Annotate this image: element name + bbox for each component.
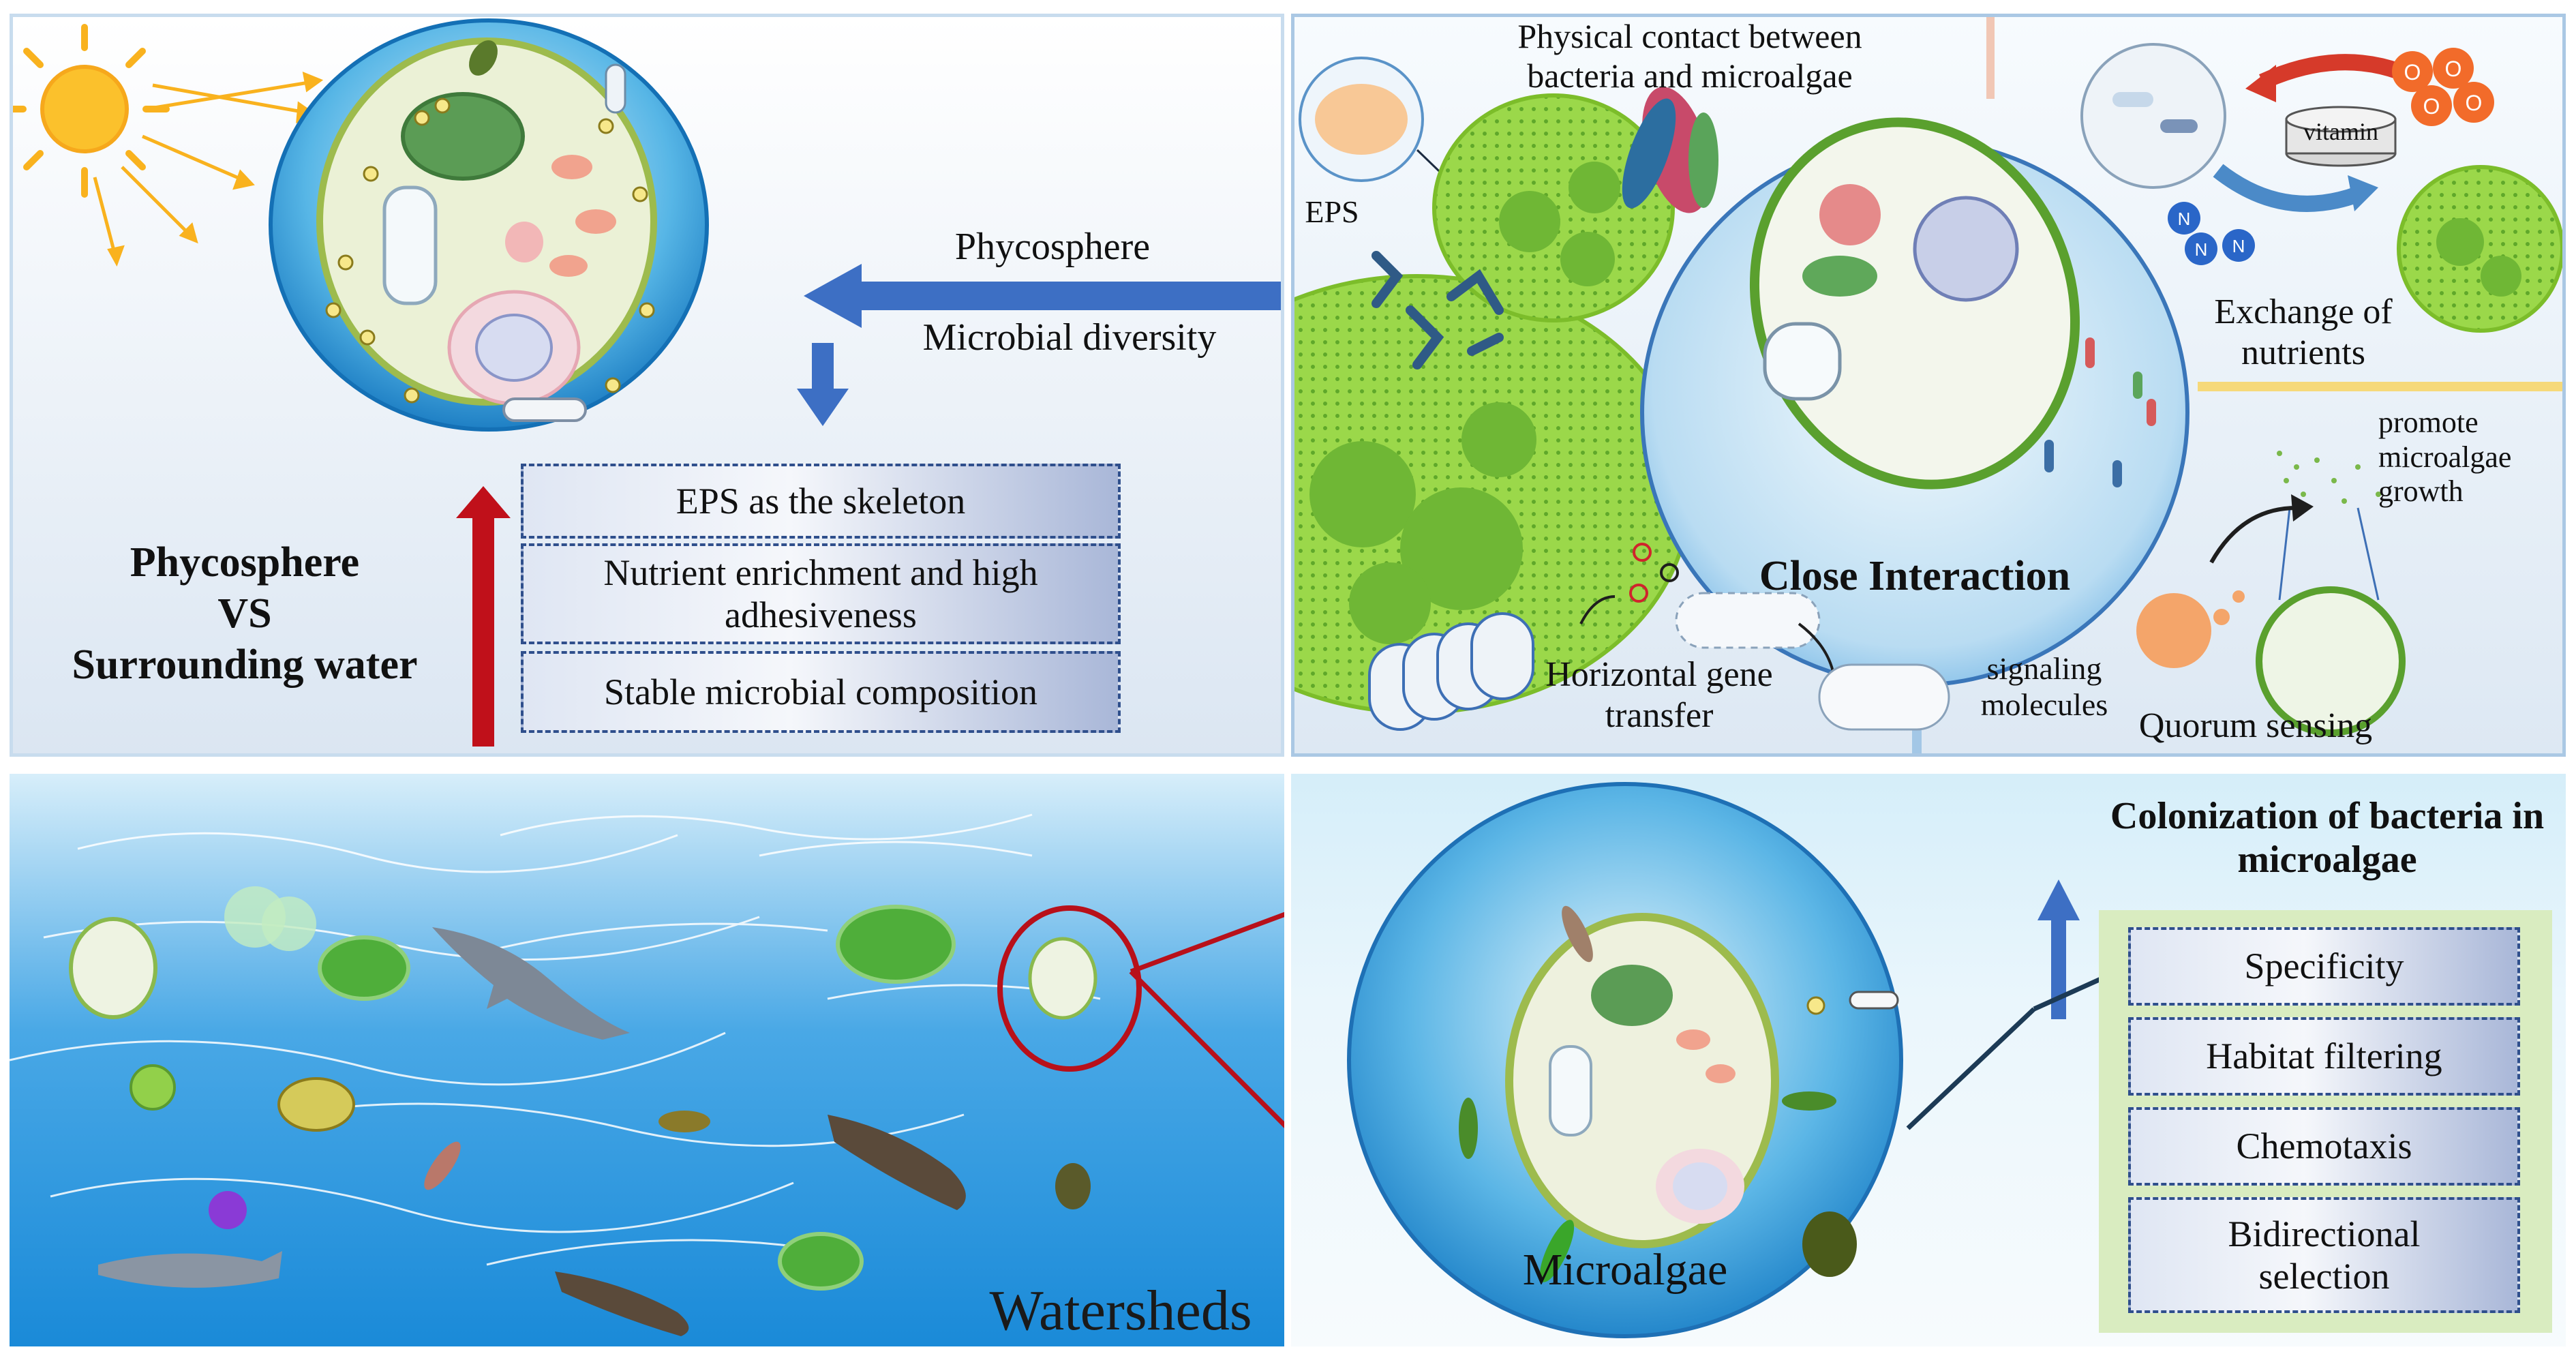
label-vitamin: vitamin [2303,118,2378,145]
bacteria-icon [424,1111,1091,1209]
svg-text:O: O [2445,57,2462,81]
comparison-line-2: VS [217,590,272,637]
label-signaling-molecules: signaling molecules [1980,651,2108,722]
quorum-arrow-icon [2136,494,2314,668]
factor-box-specificity: Specificity [2128,927,2520,1006]
factor-box-chemotaxis: Chemotaxis [2128,1107,2520,1186]
label-microalgae: Microalgae [1522,1245,1728,1295]
factor-box-bidirectional-selection: Bidirectional selection [2128,1197,2520,1313]
close-interaction-panel: O O O O N N N [1291,14,2566,757]
vitamin-icon [2285,106,2397,167]
label-eps: EPS [1305,194,1359,229]
bacteria-cell-icon [2080,43,2226,189]
comparison-line-3: Surrounding water [72,642,418,688]
shark-icon [98,927,630,1288]
separator-line [1986,17,1995,99]
nitrogen-molecule-icon: N N N [2168,202,2255,265]
exchange-arrow-icon [2348,175,2378,211]
microalgae-cell-small-icon [2397,165,2562,333]
eps-microalgae-icon [1299,57,1718,370]
label-promote-growth: promote microalgae growth [2378,406,2512,509]
connector-line [2033,976,2104,1012]
svg-text:O: O [2404,60,2421,85]
svg-text:N: N [2232,236,2245,256]
colonization-title: Colonization of bacteria in microalgae [2110,795,2545,882]
label-horizontal-gene-transfer: Horizontal gene transfer [1545,655,1773,735]
arrow-left-icon [804,264,1281,328]
feature-box-stable-composition: Stable microbial composition [521,651,1121,733]
label-close-interaction: Close Interaction [1759,553,2071,599]
arrow-up-red-icon [456,486,511,747]
watersheds-panel: Watersheds [10,774,1284,1346]
algae-growth-icon [2256,451,2406,736]
feature-box-nutrient-enrichment: Nutrient enrichment and high adhesivenes… [521,543,1121,644]
label-exchange-of-nutrients: Exchange of nutrients [2214,292,2393,372]
oxygen-molecule-icon: O O O O [2392,48,2494,126]
label-physical-contact: Physical contact between bacteria and mi… [1517,17,1862,95]
connector-line [1906,1007,2036,1130]
close-interaction-illustration: O O O O N N N [1294,17,2562,753]
phycosphere-cell-icon [269,18,709,432]
feature-box-eps-skeleton: EPS as the skeleton [521,464,1121,539]
comparison-line-1: Phycosphere [130,539,360,586]
highlight-circle-icon [997,905,1284,1128]
gene-transfer-icon [1368,543,1950,731]
panel-title-watersheds: Watersheds [989,1279,1252,1342]
label-microbial-diversity: Microbial diversity [922,316,1217,359]
svg-text:O: O [2423,94,2440,119]
microalgae-cell-large-icon [1294,274,1692,714]
separator-line [2198,382,2562,391]
colonization-panel: Microalgae Colonization of bacteria in m… [1291,774,2566,1346]
arrow-up-blue-icon [2051,917,2066,1019]
svg-text:N: N [2178,209,2191,229]
arrow-down-icon [797,343,849,426]
watershed-illustration [10,813,1284,1336]
exchange-arrow-icon [2213,164,2361,212]
factor-box-habitat-filtering: Habitat filtering [2128,1017,2520,1096]
phycosphere-illustration [13,18,1281,747]
arrow-up-blue-icon [2037,879,2080,920]
svg-text:O: O [2466,91,2483,115]
svg-text:N: N [2195,239,2208,260]
label-phycosphere: Phycosphere [954,226,1151,268]
sun-icon [13,24,324,267]
label-quorum-sensing: Quorum sensing [2138,706,2373,745]
close-interaction-circle-icon [1640,117,2189,687]
microalgae-sphere-icon [1347,782,1903,1338]
exchange-arrow-icon [2245,65,2276,102]
shrimp-icon [555,1115,966,1336]
microalgae-cell-icon [69,886,956,1291]
phycosphere-panel: Phycosphere Microbial diversity EPS as t… [10,14,1284,757]
